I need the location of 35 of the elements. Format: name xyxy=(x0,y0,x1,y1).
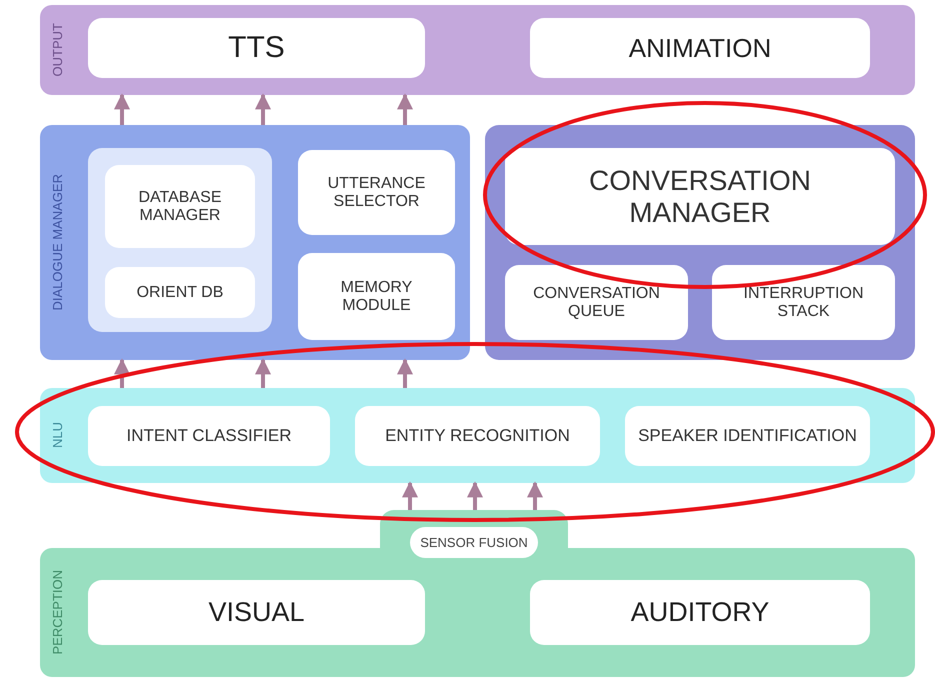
band-label: DIALOGUE MANAGER xyxy=(50,174,64,311)
process-box: ENTITY RECOGNITION xyxy=(355,406,600,466)
arrow xyxy=(402,481,418,510)
process-box: ANIMATION xyxy=(530,18,870,78)
band-label: OUTPUT xyxy=(50,23,64,77)
process-box: CONVERSATION MANAGER xyxy=(505,148,895,245)
process-box: MEMORY MODULE xyxy=(298,253,455,340)
dialogue-manager-panel xyxy=(40,125,470,360)
arrow xyxy=(255,358,271,388)
process-box: TTS xyxy=(88,18,425,78)
sensor-fusion-tab xyxy=(380,510,568,560)
process-box: DATABASE MANAGER xyxy=(105,165,255,248)
perception-band xyxy=(40,548,915,677)
process-box: ORIENT DB xyxy=(105,267,255,318)
process-box: INTENT CLASSIFIER xyxy=(88,406,330,466)
arrow xyxy=(114,93,130,125)
process-box: VISUAL xyxy=(88,580,425,645)
arrow xyxy=(467,481,483,510)
arrow xyxy=(397,358,413,388)
process-box: CONVERSATION QUEUE xyxy=(505,265,688,340)
nlu-band xyxy=(40,388,915,483)
output-band xyxy=(40,5,915,95)
process-box: SPEAKER IDENTIFICATION xyxy=(625,406,870,466)
inner-panel xyxy=(88,148,272,332)
arrow xyxy=(255,93,271,125)
arrow xyxy=(527,481,543,510)
process-box: AUDITORY xyxy=(530,580,870,645)
band-label: PERCEPTION xyxy=(50,570,64,655)
conversation-panel xyxy=(485,125,915,360)
arrow xyxy=(397,93,413,125)
process-box: INTERRUPTION STACK xyxy=(712,265,895,340)
process-label: SENSOR FUSION xyxy=(410,526,538,558)
band-label: NLU xyxy=(50,422,64,448)
arrow xyxy=(114,358,130,388)
process-box: UTTERANCE SELECTOR xyxy=(298,150,455,235)
